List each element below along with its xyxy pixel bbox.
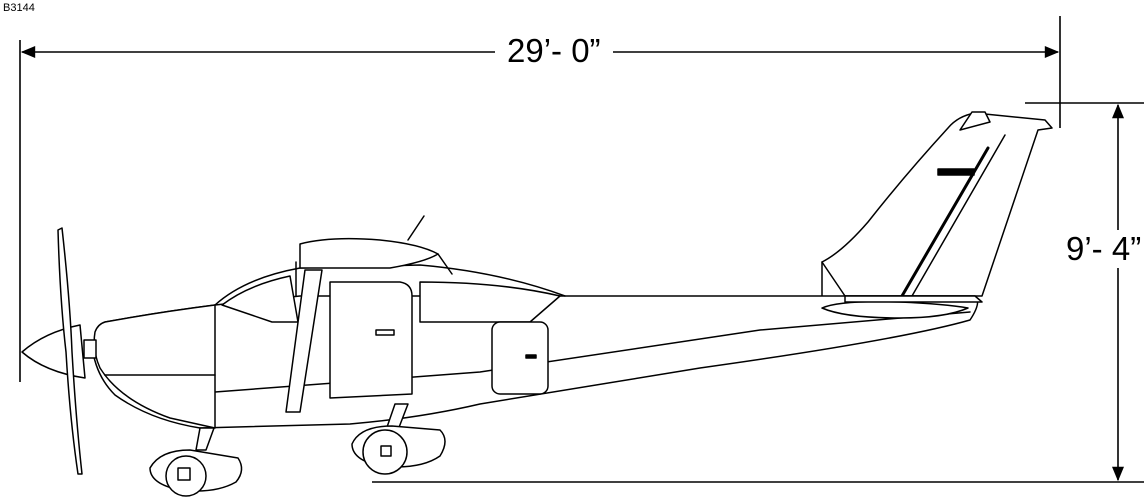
wing-root	[296, 254, 452, 296]
vertical-stabilizer	[822, 113, 1052, 296]
engine-cowling	[94, 305, 215, 428]
propeller	[58, 228, 82, 474]
tail-marking	[938, 169, 974, 175]
cabin-roof	[215, 265, 565, 305]
cowl-inlet	[84, 340, 96, 358]
airplane	[22, 112, 1052, 496]
height-dimension	[372, 103, 1144, 482]
spinner	[22, 325, 85, 378]
wing	[300, 239, 438, 268]
horizontal-stabilizer	[845, 296, 982, 302]
tail-cap	[960, 112, 990, 130]
rudder-hinge-line	[912, 135, 1005, 296]
door-handle	[376, 330, 394, 335]
baggage-door	[492, 322, 548, 394]
wing-strut	[286, 270, 322, 412]
overall-length-label: 29’- 0”	[495, 32, 613, 70]
baggage-handle	[526, 355, 536, 358]
nose-gear-leg	[196, 428, 214, 450]
rear-window	[420, 282, 560, 322]
pitot-mast	[408, 216, 424, 240]
figure-reference-code: B3144	[3, 2, 35, 14]
front-window	[330, 282, 412, 398]
overall-height-label: 9’- 4”	[1066, 230, 1142, 268]
nose-wheel-hub	[178, 468, 190, 480]
main-wheel-hub	[381, 446, 391, 456]
windshield	[222, 276, 298, 322]
